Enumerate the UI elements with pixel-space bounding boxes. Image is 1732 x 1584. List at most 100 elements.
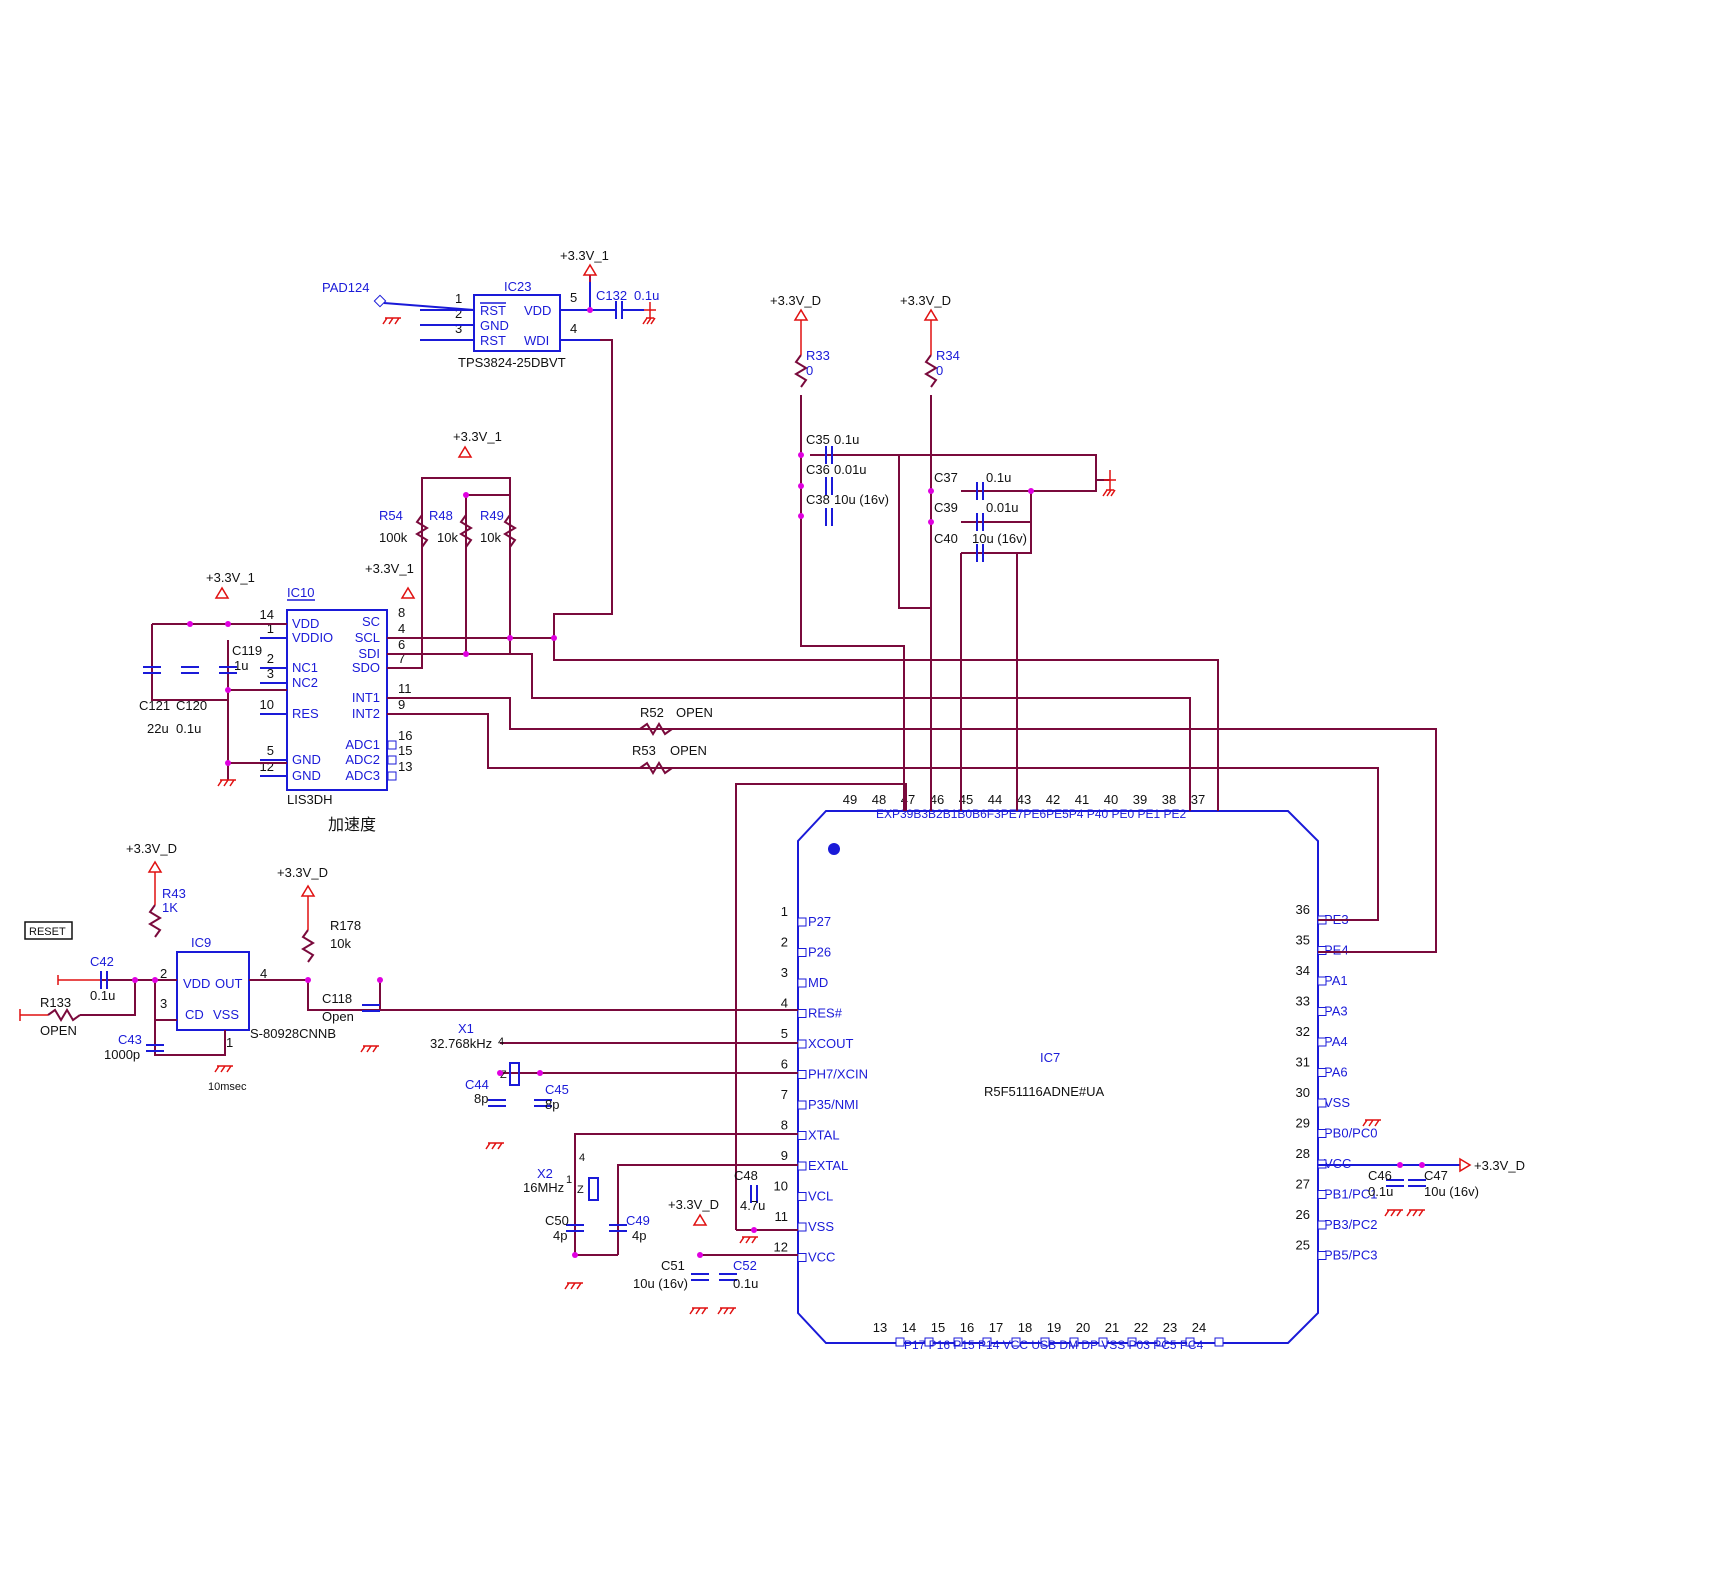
ic7-pin-number: 44	[988, 792, 1002, 807]
x2-pin-1: 1	[566, 1174, 572, 1186]
pin-marker	[797, 1192, 807, 1201]
ic10-pin-label: GND	[292, 768, 321, 783]
ic10-pin-number: 10	[260, 697, 274, 712]
ic7-pin-label: PE4	[1324, 943, 1349, 958]
ic7-pin-label: PA6	[1324, 1065, 1348, 1080]
ic7-pin-number: 10	[774, 1179, 788, 1194]
ic10-pin-number: 6	[398, 637, 405, 652]
ic7-pin-number: 5	[781, 1026, 788, 1041]
r54-ref: R54	[379, 508, 403, 523]
ic7-pin-number: 36	[1296, 902, 1310, 917]
ic7-pin-number: 14	[902, 1320, 916, 1335]
ic7-pin-label: PA3	[1324, 1004, 1348, 1019]
ic10-ref: IC10	[287, 585, 314, 600]
ic7-pin-label: P26	[808, 945, 831, 960]
ic10-pin-label: RES	[292, 706, 319, 721]
ic10-pin-label: SCL	[355, 630, 380, 645]
pin-marker	[797, 1009, 807, 1018]
c132-ref: C132	[596, 288, 627, 303]
c42-ref: C42	[90, 954, 114, 969]
resistors	[47, 354, 938, 1022]
ic10-pin-number: 12	[260, 759, 274, 774]
ic7-pin-label: P27	[808, 914, 831, 929]
c43-val: 1000p	[104, 1047, 140, 1062]
crystals: Z Z 4 4 1	[498, 1036, 599, 1201]
c35-val: 0.1u	[834, 432, 859, 447]
r49-ref: R49	[480, 508, 504, 523]
ic7-pin-number: 25	[1296, 1238, 1310, 1253]
pin-marker	[797, 1070, 807, 1079]
pin-marker	[1011, 1337, 1021, 1347]
c48-val: 4.7u	[740, 1198, 765, 1213]
ic10-pin-number: 14	[260, 607, 274, 622]
c35-ref: C35	[806, 432, 830, 447]
ic7-part: R5F51116ADNE#UA	[984, 1084, 1105, 1099]
capacitors	[100, 446, 1426, 1281]
pin-marker	[797, 948, 807, 957]
ic7-pin-number: 37	[1191, 792, 1205, 807]
ic10-pin-number: 7	[398, 651, 405, 666]
c50-ref: C50	[545, 1213, 569, 1228]
c42-val: 0.1u	[90, 988, 115, 1003]
c50-val: 4p	[553, 1228, 567, 1243]
reset-label: RESET	[29, 926, 66, 938]
ic10-pin-number: 5	[267, 743, 274, 758]
c119-val: 1u	[234, 658, 248, 673]
ic7-pin-label: PA1	[1324, 973, 1348, 988]
c51-ref: C51	[661, 1258, 685, 1273]
ic10-pin-label: INT2	[352, 706, 380, 721]
ic10-pin-number: 8	[398, 605, 405, 620]
r34-ref: R34	[936, 348, 960, 363]
r43-val: 1K	[162, 900, 178, 915]
c36-val: 0.01u	[834, 462, 867, 477]
c121-ref: C121	[139, 698, 170, 713]
ic7-pin-number: 9	[781, 1148, 788, 1163]
pin-marker	[797, 1100, 807, 1110]
c43-ref: C43	[118, 1032, 142, 1047]
pin-marker	[1317, 1037, 1327, 1047]
ic9-num-2: 2	[160, 966, 167, 981]
ic23-ref: IC23	[504, 279, 531, 294]
ic7-pin-number: 27	[1296, 1177, 1310, 1192]
ic23-pin-rst1: RST	[480, 303, 506, 318]
x2-pin-z: Z	[577, 1184, 584, 1196]
ic7-pin-label: PB5/PC3	[1324, 1248, 1377, 1263]
ic9-pin-vdd: VDD	[183, 976, 210, 991]
pad124-marker	[373, 294, 387, 308]
ic7-pin-label: MD	[808, 975, 828, 990]
r178-ref: R178	[330, 918, 361, 933]
ic7-pin-number: 24	[1192, 1320, 1206, 1335]
rail-v33-1-b: +3.3V_1	[453, 429, 502, 444]
ic7-pin-number: 13	[873, 1320, 887, 1335]
r52-ref: R52	[640, 705, 664, 720]
pin-marker	[1214, 1337, 1224, 1347]
r49-val: 10k	[480, 530, 501, 545]
c38-ref: C38	[806, 492, 830, 507]
ic7-bottom-label: P17 P16 P15 P14 VCC USB DM DP VSS P03 PC…	[904, 1338, 1204, 1352]
ic7-pin-number: 40	[1104, 792, 1118, 807]
ic10-pin-label: VDDIO	[292, 630, 333, 645]
ic23-num-4: 4	[570, 321, 577, 336]
ic7-pin-number: 47	[901, 792, 915, 807]
pin-marker	[387, 755, 397, 765]
c44-ref: C44	[465, 1077, 489, 1092]
c132-val: 0.1u	[634, 288, 659, 303]
rail-v33-1-c: +3.3V_1	[206, 570, 255, 585]
c48-ref: C48	[734, 1168, 758, 1183]
ic7-pin-number: 7	[781, 1087, 788, 1102]
c118-val: Open	[322, 1009, 354, 1024]
pin-marker	[1317, 1190, 1327, 1199]
pin-marker	[1040, 1337, 1050, 1347]
pin-marker	[982, 1337, 992, 1347]
pin-marker	[895, 1337, 905, 1347]
pin-marker	[797, 917, 807, 927]
ic7-top-label: EXP39B3B2B1B0B6F3PE7PE6PE5P4 P40 PE0 PE1…	[876, 807, 1187, 821]
pin-marker	[797, 1131, 807, 1140]
pin-marker	[1317, 1129, 1327, 1138]
ic7-pin-label: EXTAL	[808, 1158, 848, 1173]
ic23-watchdog: IC23 TPS3824-25DBVT RST GND RST VDD WDI …	[322, 248, 659, 370]
ic10-pin-number: 1	[267, 621, 274, 636]
ic7-pin-number: 28	[1296, 1146, 1310, 1161]
ic10-right-pins: SC8SCL4SDI6SDO7INT111INT29ADC116ADC215AD…	[345, 605, 412, 783]
ic7-pin-label: XCOUT	[808, 1036, 854, 1051]
